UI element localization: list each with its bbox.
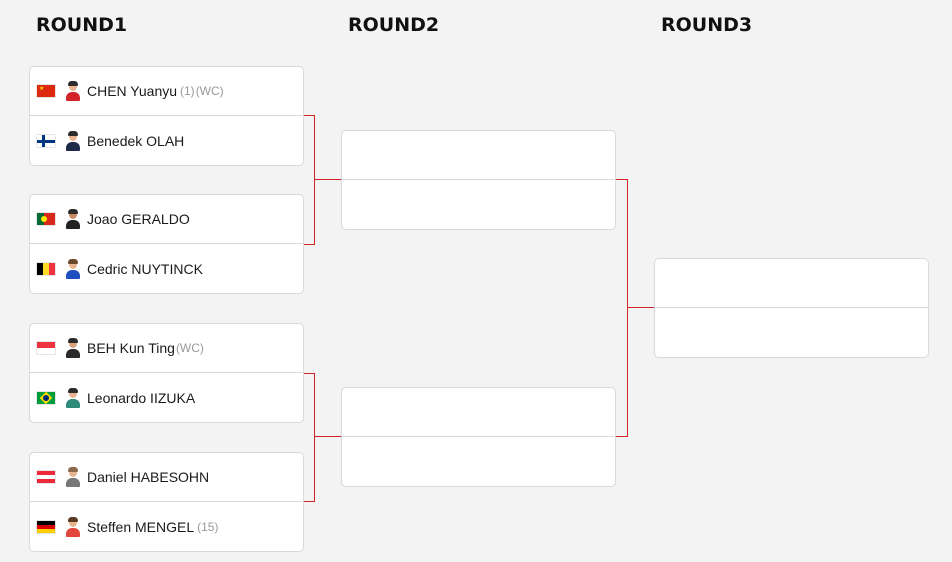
empty-player-slot[interactable]	[342, 131, 615, 180]
singapore-flag-icon	[37, 342, 55, 354]
bracket-connector	[315, 436, 342, 437]
bracket-connector	[315, 179, 342, 180]
seed-label: (15)	[197, 519, 219, 534]
player-slot[interactable]: Leonardo IIZUKA	[30, 373, 303, 422]
round1-match-2[interactable]: Joao GERALDO Cedric NUYTINCK	[29, 194, 304, 294]
player-name[interactable]: Joao GERALDO	[87, 211, 190, 227]
belgium-flag-icon	[37, 262, 55, 275]
player-name[interactable]: Benedek OLAH	[87, 132, 185, 149]
wildcard-label: (WC)	[175, 341, 204, 355]
player-slot[interactable]: Benedek OLAH	[30, 116, 303, 165]
player-slot[interactable]: Daniel HABESOHN	[30, 453, 303, 502]
player-name[interactable]: Leonardo IIZUKA	[87, 389, 196, 406]
round2-match-1[interactable]	[341, 130, 616, 230]
germany-flag-icon	[37, 520, 55, 533]
empty-player-slot[interactable]	[342, 388, 615, 437]
player-name[interactable]: Steffen MENGEL	[87, 518, 195, 535]
empty-player-slot[interactable]	[655, 308, 928, 357]
player-avatar-icon	[65, 209, 81, 229]
round1-match-4[interactable]: Daniel HABESOHN Steffen MENGEL (15)	[29, 452, 304, 552]
wildcard-label: (WC)	[195, 84, 224, 98]
player-name[interactable]: BEH Kun Ting	[87, 340, 175, 356]
player-slot[interactable]: Steffen MENGEL (15)	[30, 502, 303, 551]
finland-flag-icon	[37, 134, 55, 147]
player-avatar-icon	[65, 387, 81, 408]
player-slot[interactable]: Cedric NUYTINCK	[30, 244, 303, 293]
bracket-connector	[304, 373, 315, 502]
round3-match-1[interactable]	[654, 258, 929, 358]
player-slot[interactable]: ★ CHEN Yuanyu (1) (WC)	[30, 67, 303, 116]
empty-player-slot[interactable]	[342, 180, 615, 229]
round-3-title: ROUND3	[661, 14, 753, 36]
player-name[interactable]: Cedric NUYTINCK	[87, 260, 203, 277]
player-avatar-icon	[65, 258, 81, 279]
player-name[interactable]: CHEN Yuanyu	[87, 83, 178, 99]
round2-match-2[interactable]	[341, 387, 616, 487]
player-slot[interactable]: Joao GERALDO	[30, 195, 303, 244]
round-1-title: ROUND1	[36, 14, 128, 36]
china-flag-icon: ★	[37, 85, 55, 97]
round-2-title: ROUND2	[348, 14, 440, 36]
bracket-connector	[304, 115, 315, 245]
brazil-flag-icon	[37, 391, 55, 404]
player-avatar-icon	[65, 130, 81, 151]
player-name[interactable]: Daniel HABESOHN	[87, 469, 210, 485]
player-avatar-icon	[65, 467, 81, 487]
bracket-connector	[616, 179, 628, 437]
portugal-flag-icon	[37, 213, 55, 225]
bracket-connector	[628, 307, 655, 308]
seed-label: (1)	[180, 84, 195, 98]
player-avatar-icon	[65, 338, 81, 358]
round1-match-3[interactable]: BEH Kun Ting (WC) Leonardo IIZUKA	[29, 323, 304, 423]
player-avatar-icon	[65, 81, 81, 101]
empty-player-slot[interactable]	[655, 259, 928, 308]
player-slot[interactable]: BEH Kun Ting (WC)	[30, 324, 303, 373]
player-avatar-icon	[65, 516, 81, 537]
austria-flag-icon	[37, 471, 55, 483]
round1-match-1[interactable]: ★ CHEN Yuanyu (1) (WC) Benedek OLAH	[29, 66, 304, 166]
empty-player-slot[interactable]	[342, 437, 615, 486]
